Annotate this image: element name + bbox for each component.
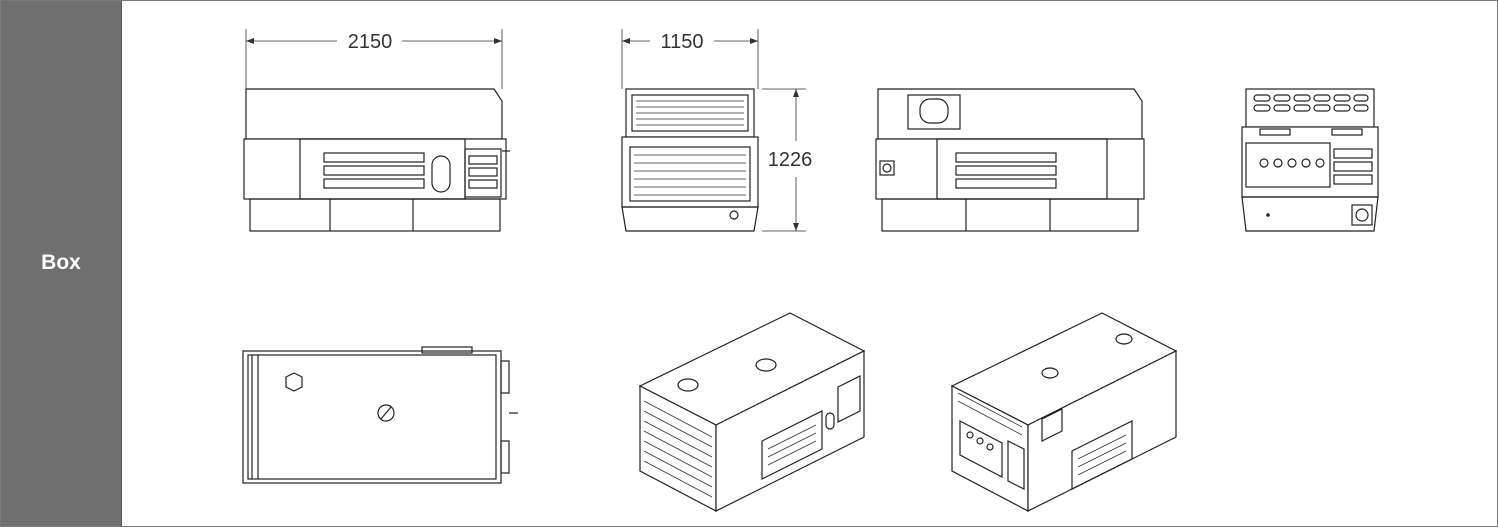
isometric-rear-view xyxy=(950,312,1178,512)
dimension-width-label: 1150 xyxy=(660,31,703,53)
end-elevation-view: 1150 1226 xyxy=(621,29,813,232)
panel-end-elevation-view xyxy=(1241,88,1379,232)
technical-drawings-cell: 2150 xyxy=(122,1,1497,526)
top-plan-view xyxy=(242,346,518,484)
row-header-cell: Box xyxy=(1,1,122,526)
rear-elevation-view xyxy=(875,88,1145,232)
row-label: Box xyxy=(41,251,81,274)
dimension-height-label: 1226 xyxy=(768,149,813,171)
isometric-front-view xyxy=(638,312,866,512)
drawings-canvas: 2150 xyxy=(242,29,1379,512)
dimension-length-label: 2150 xyxy=(348,31,393,53)
front-elevation-view: 2150 xyxy=(243,29,510,232)
